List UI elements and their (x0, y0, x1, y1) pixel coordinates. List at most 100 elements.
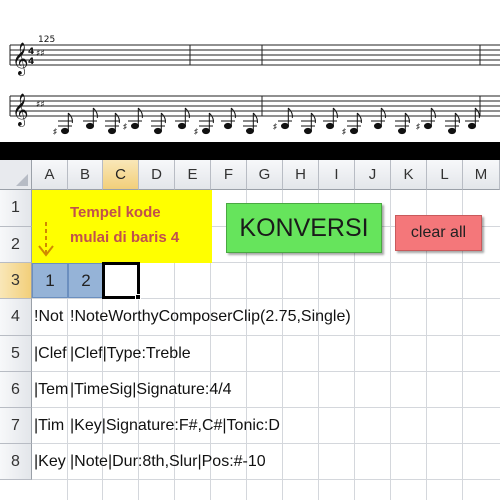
row-header-5[interactable]: 5 (0, 336, 32, 372)
note-head (374, 122, 382, 130)
active-cell-c3[interactable] (102, 262, 140, 299)
note-head (246, 127, 254, 135)
gridline (102, 190, 103, 500)
table-row: |Tem |TimeSig|Signature:4/4 (34, 372, 500, 408)
note-flag (404, 112, 410, 124)
row-header-6[interactable]: 6 (0, 372, 32, 408)
cell-a4[interactable]: !Not (34, 308, 64, 325)
sharp-accidental: ♯ (273, 122, 277, 131)
note-flag (252, 112, 258, 124)
column-header-e[interactable]: E (175, 160, 211, 190)
note-head (86, 122, 94, 130)
note-flag (287, 107, 293, 119)
row-header-1[interactable]: 1 (0, 190, 32, 227)
column-header-k[interactable]: K (391, 160, 427, 190)
note-flag (356, 112, 362, 124)
column-header-i[interactable]: I (319, 160, 355, 190)
svg-text:𝄞: 𝄞 (12, 42, 29, 76)
gridline (390, 190, 391, 500)
column-header-h[interactable]: H (283, 160, 319, 190)
column-header-j[interactable]: J (355, 160, 391, 190)
svg-text:4: 4 (28, 57, 34, 67)
svg-text:4: 4 (28, 47, 34, 57)
row-header-3[interactable]: 3 (0, 263, 32, 299)
down-arrow-icon (38, 222, 54, 257)
svg-text:♯♯: ♯♯ (36, 100, 45, 110)
column-header-f[interactable]: F (211, 160, 247, 190)
note-flag (380, 107, 386, 119)
note-head (398, 127, 406, 135)
gridline (282, 190, 283, 500)
column-header-l[interactable]: L (427, 160, 463, 190)
column-header-m[interactable]: M (463, 160, 500, 190)
instruction-text: Tempel kode mulai di baris 4 (70, 200, 210, 250)
konversi-button[interactable]: KONVERSI (226, 203, 382, 253)
cell-a5[interactable]: |Clef (34, 345, 67, 362)
note-flag (310, 112, 316, 124)
note-head (178, 122, 186, 130)
note-flag (160, 112, 166, 124)
spreadsheet[interactable]: A B C D E F G H I J K L M 1 2 3 4 5 6 7 … (0, 160, 500, 500)
gridline (32, 407, 500, 408)
column-header-g[interactable]: G (247, 160, 283, 190)
note-flag (208, 112, 214, 124)
note-head (224, 122, 232, 130)
cell-a3[interactable]: 1 (32, 263, 68, 298)
note-head (448, 127, 456, 135)
cell-b5[interactable]: |Clef|Type:Treble (70, 345, 191, 362)
gridline (32, 335, 500, 336)
cell-b4[interactable]: !NoteWorthyComposerClip(2.75,Single) (70, 308, 351, 325)
note-flag (332, 107, 338, 119)
instruction-box (32, 190, 212, 263)
sharp-accidental: ♯ (123, 122, 127, 131)
cell-b3[interactable]: 2 (68, 263, 104, 298)
gridline (138, 190, 139, 500)
column-header-a[interactable]: A (32, 160, 68, 190)
note-head (281, 122, 289, 130)
cell-a8[interactable]: |Key (34, 453, 66, 470)
column-header-d[interactable]: D (139, 160, 175, 190)
note-head (468, 122, 476, 130)
separator-bar (0, 142, 500, 160)
gridline (174, 190, 175, 500)
note-flag (67, 112, 73, 124)
gridline (462, 190, 463, 500)
svg-text:♯♯: ♯♯ (36, 49, 45, 59)
sharp-accidental: ♯ (342, 127, 346, 136)
note-flag (137, 107, 143, 119)
table-row: |Key |Note|Dur:8th,Slur|Pos:#-10 (34, 444, 500, 480)
score-staff-svg: 𝄞 125 4 4 ♯♯ 𝄞 ♯♯ ♯♯♯♯♯♯ (9, 35, 500, 136)
note-head (108, 127, 116, 135)
note-head (304, 127, 312, 135)
row-header-4[interactable]: 4 (0, 299, 32, 336)
clear-all-button[interactable]: clear all (395, 215, 482, 251)
note-head (202, 127, 210, 135)
select-all-corner[interactable] (0, 160, 32, 190)
column-header-b[interactable]: B (68, 160, 103, 190)
note-flag (454, 112, 460, 124)
note-head (131, 122, 139, 130)
note-head (326, 122, 334, 130)
note-head (424, 122, 432, 130)
cell-b8[interactable]: |Note|Dur:8th,Slur|Pos:#-10 (70, 453, 266, 470)
note-flag (474, 107, 480, 119)
note-flag (184, 107, 190, 119)
table-row: |Tim |Key|Signature:F#,C#|Tonic:D (34, 408, 500, 444)
table-row: |Clef |Clef|Type:Treble (34, 336, 500, 372)
column-header-c[interactable]: C (103, 160, 139, 190)
gridline (32, 298, 500, 299)
note-head (61, 127, 69, 135)
cell-b7[interactable]: |Key|Signature:F#,C#|Tonic:D (70, 417, 280, 434)
svg-text:𝄞: 𝄞 (12, 93, 29, 127)
row-header-2[interactable]: 2 (0, 227, 32, 263)
cell-a7[interactable]: |Tim (34, 417, 65, 434)
cell-a6[interactable]: |Tem (34, 381, 69, 398)
row-header-7[interactable]: 7 (0, 408, 32, 444)
cell-b6[interactable]: |TimeSig|Signature:4/4 (70, 381, 232, 398)
sharp-accidental: ♯ (416, 122, 420, 131)
row-header-8[interactable]: 8 (0, 444, 32, 480)
gridline (32, 262, 500, 263)
gridline (426, 190, 427, 500)
fill-handle[interactable] (135, 294, 141, 300)
gridline (210, 190, 211, 500)
